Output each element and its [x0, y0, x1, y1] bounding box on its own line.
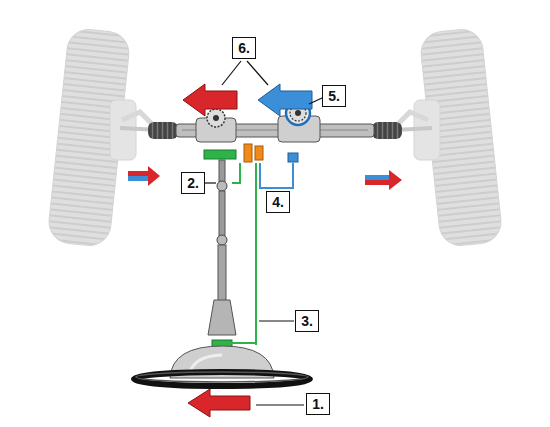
- torque-sensor: [204, 150, 236, 159]
- steering-column: [208, 160, 236, 347]
- right-wheel: [398, 27, 503, 247]
- steering-wheel: [134, 346, 310, 386]
- callout-number: 3.: [301, 314, 313, 328]
- force-arrow: [183, 84, 237, 116]
- control-unit: [255, 146, 263, 160]
- callout-box: 5.: [322, 85, 346, 107]
- control-line: [260, 163, 293, 188]
- callout-box: 2.: [181, 172, 205, 194]
- callout-box: 4.: [266, 191, 290, 213]
- callout-number: 4.: [272, 195, 284, 209]
- callout-number: 2.: [187, 176, 199, 190]
- assist-arrow: [258, 84, 312, 116]
- rack-boot: [148, 122, 178, 139]
- motor-block: [288, 153, 298, 162]
- callout-number: 1.: [312, 397, 324, 411]
- signal-line: [231, 163, 256, 345]
- leader-line: [205, 61, 322, 405]
- control-unit: [244, 144, 252, 162]
- callout-box: 1.: [306, 393, 330, 415]
- callout-number: 5.: [328, 89, 340, 103]
- rack-boot: [372, 122, 402, 139]
- callout-number: 6.: [238, 41, 250, 55]
- pinion-gear: [207, 109, 225, 127]
- callout-box: 3.: [295, 310, 319, 332]
- callout-box: 6.: [232, 37, 256, 59]
- steering-input-arrow: [188, 389, 250, 417]
- left-wheel: [47, 27, 152, 247]
- motion-arrow: [128, 166, 402, 190]
